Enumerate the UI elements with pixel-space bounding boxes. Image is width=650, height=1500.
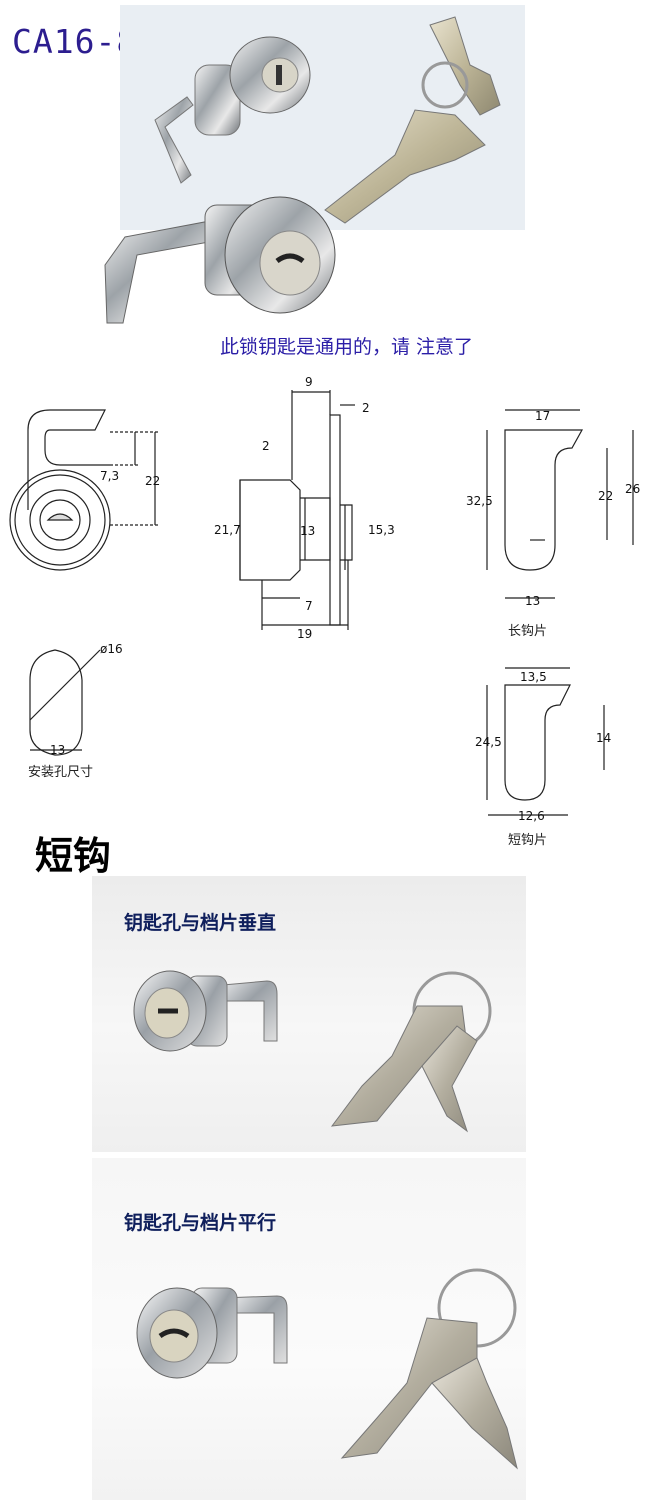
dim-13-side: 13 [300,524,315,538]
dim-o16: ø16 [100,642,123,656]
dim-14: 14 [596,731,611,745]
technical-drawing: 7,3 22 9 2 2 21,7 13 15,3 7 19 17 32,5 2… [9,375,640,848]
lock-keys-image [133,970,492,1133]
dim-9: 9 [305,375,313,389]
dim-19: 19 [297,627,312,641]
notice-text: 此锁钥匙是通用的，请 注意了 [220,336,474,358]
product-photo-top [104,5,525,324]
dim-15-3: 15,3 [368,523,395,537]
dim-2-top: 2 [362,401,370,415]
dim-24-5: 24,5 [475,735,502,749]
dim-32-5: 32,5 [466,494,493,508]
dim-13-hook: 13 [525,594,540,608]
dim-7-bottom: 7 [305,599,313,613]
dim-7-3: 7,3 [100,469,119,483]
lock-keys-image-2 [136,1268,518,1470]
dim-17: 17 [535,409,550,423]
dim-2-left: 2 [262,439,270,453]
section-title: 短钩 [35,834,112,878]
short-hook-label: 短钩片 [508,833,547,848]
dim-12-6: 12,6 [518,809,545,823]
photo-perpendicular: 钥匙孔与档片垂直 [92,876,526,1152]
dim-21-7: 21,7 [214,523,241,537]
photo-parallel: 钥匙孔与档片平行 [92,1158,526,1500]
dim-13-5: 13,5 [520,670,547,684]
dim-22-hook: 22 [598,489,613,503]
model-code: CA16-8 [12,22,138,61]
dim-26: 26 [625,482,640,496]
dim-22-front: 22 [145,474,160,488]
dim-13-hole: 13 [50,743,65,757]
hole-size-label: 安装孔尺寸 [28,765,93,780]
caption-parallel: 钥匙孔与档片平行 [124,1212,277,1234]
long-hook-label: 长钩片 [508,624,547,639]
caption-perpendicular: 钥匙孔与档片垂直 [124,912,277,934]
